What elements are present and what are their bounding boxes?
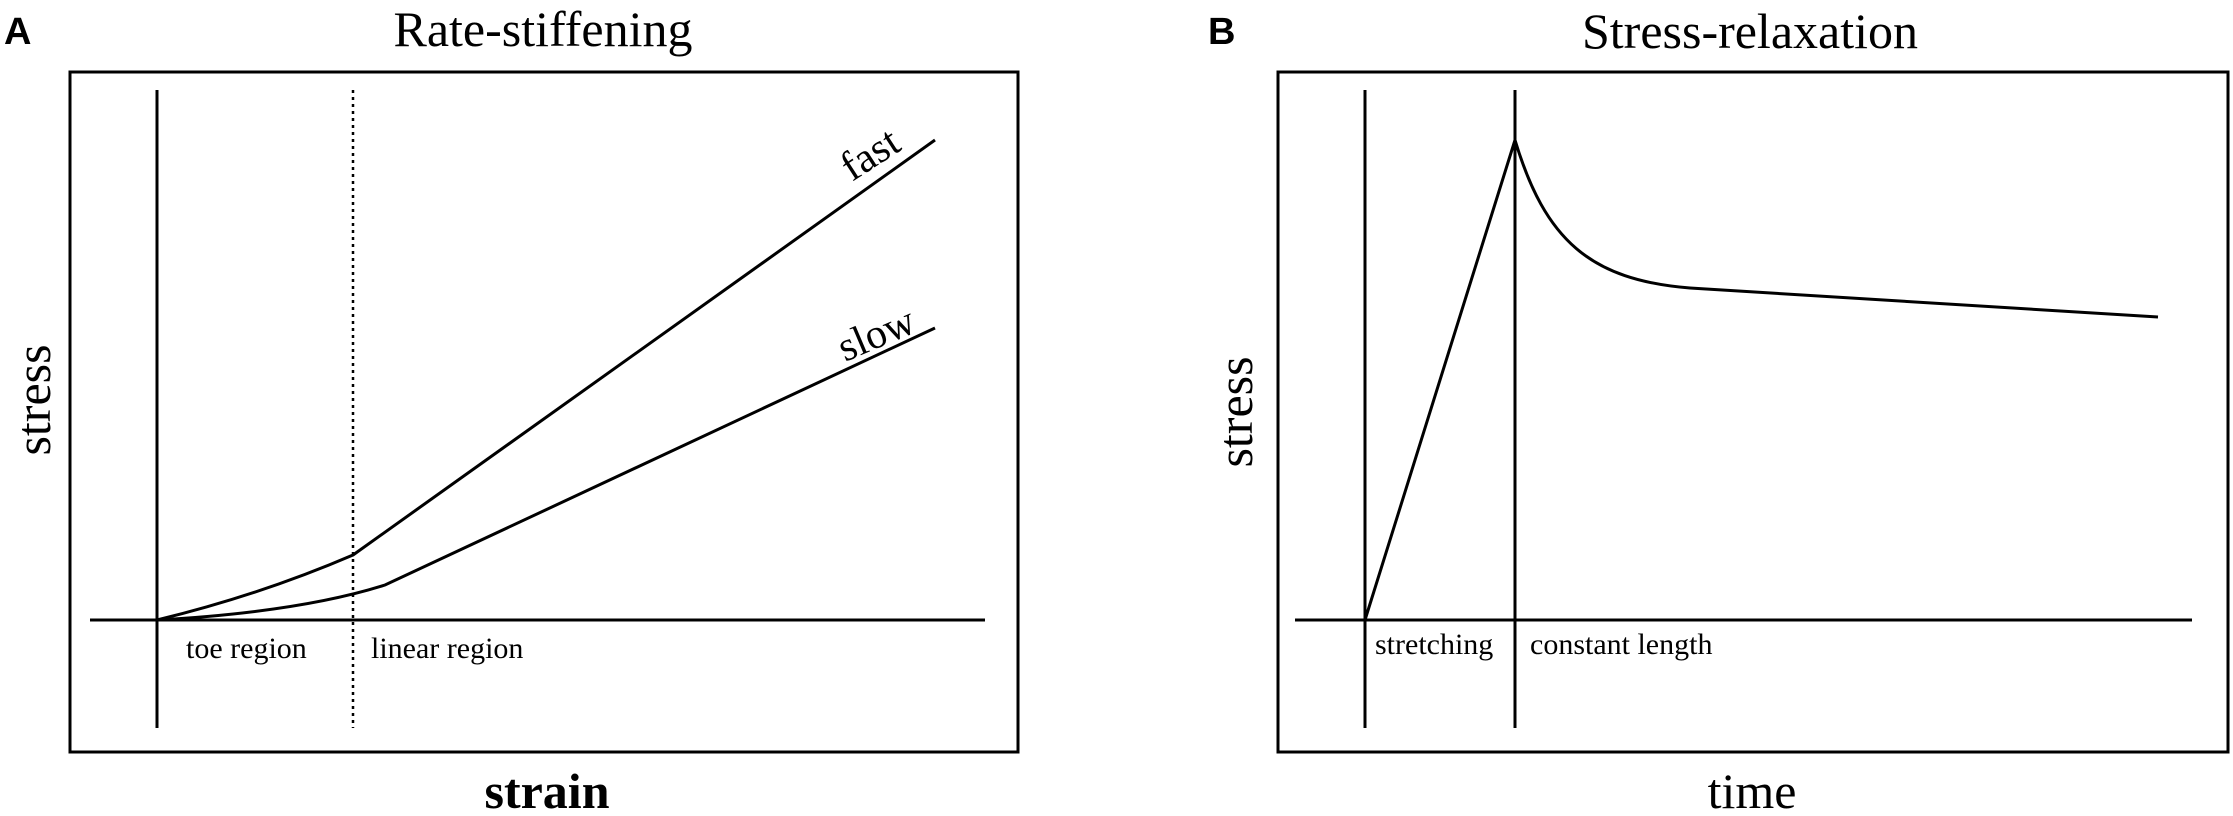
- panel-a: A Rate-stiffening fast slow toe region l…: [4, 1, 1020, 816]
- panel-b: B Stress-relaxation stretching constant …: [1207, 3, 2230, 816]
- stretching-label: stretching: [1375, 628, 1493, 661]
- fast-curve-label: fast: [832, 119, 908, 191]
- relaxation-curve: [1363, 134, 2159, 621]
- panel-b-x-title: time: [1708, 763, 1797, 816]
- panel-b-y-title: stress: [1207, 356, 1263, 467]
- panel-a-y-title: stress: [5, 344, 61, 455]
- panel-b-title: Stress-relaxation: [1582, 3, 1918, 59]
- fast-curve: [156, 138, 936, 622]
- panel-a-x-title: strain: [485, 763, 610, 816]
- panel-a-title: Rate-stiffening: [394, 1, 693, 57]
- panel-b-frame: [1276, 70, 2230, 754]
- panel-a-letter: A: [4, 11, 31, 53]
- panel-a-frame: [68, 70, 1020, 754]
- constant-length-label: constant length: [1530, 628, 1712, 661]
- slow-curve: [156, 326, 936, 622]
- toe-region-label: toe region: [186, 632, 307, 665]
- slow-curve-label: slow: [831, 298, 923, 372]
- linear-region-label: linear region: [371, 632, 523, 665]
- panel-b-letter: B: [1208, 11, 1235, 53]
